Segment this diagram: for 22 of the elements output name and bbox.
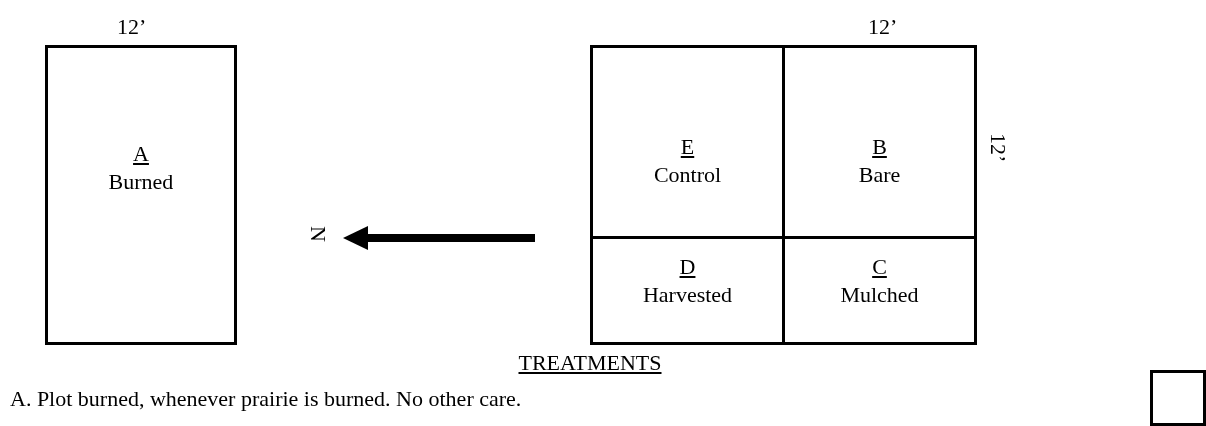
plot-box bbox=[590, 45, 785, 239]
plot-letter: A bbox=[133, 140, 149, 168]
plot-treatment: Burned bbox=[108, 168, 174, 196]
plot-treatment: Harvested bbox=[642, 281, 733, 309]
plot-treatment: Control bbox=[653, 161, 722, 189]
heading: TREATMENTS bbox=[518, 352, 662, 374]
plot-box bbox=[45, 45, 237, 345]
plot-letter: B bbox=[872, 133, 887, 161]
plot-letter: D bbox=[679, 253, 696, 281]
dimension-label: 12’ bbox=[987, 133, 1009, 163]
plot-treatment: Bare bbox=[858, 161, 901, 189]
dimension-label: 12’ bbox=[117, 16, 147, 38]
compass-label: N bbox=[307, 226, 329, 242]
plot-box bbox=[1150, 370, 1206, 426]
plot-letter: E bbox=[680, 133, 695, 161]
plot-box bbox=[782, 45, 977, 239]
plot-box bbox=[590, 236, 785, 345]
dimension-label: 12’ bbox=[868, 16, 898, 38]
plot-letter: C bbox=[872, 253, 887, 281]
plot-treatment: Mulched bbox=[840, 281, 919, 309]
plot-box bbox=[782, 236, 977, 345]
note-text: A. Plot burned, whenever prairie is burned. No other care. bbox=[10, 388, 522, 410]
